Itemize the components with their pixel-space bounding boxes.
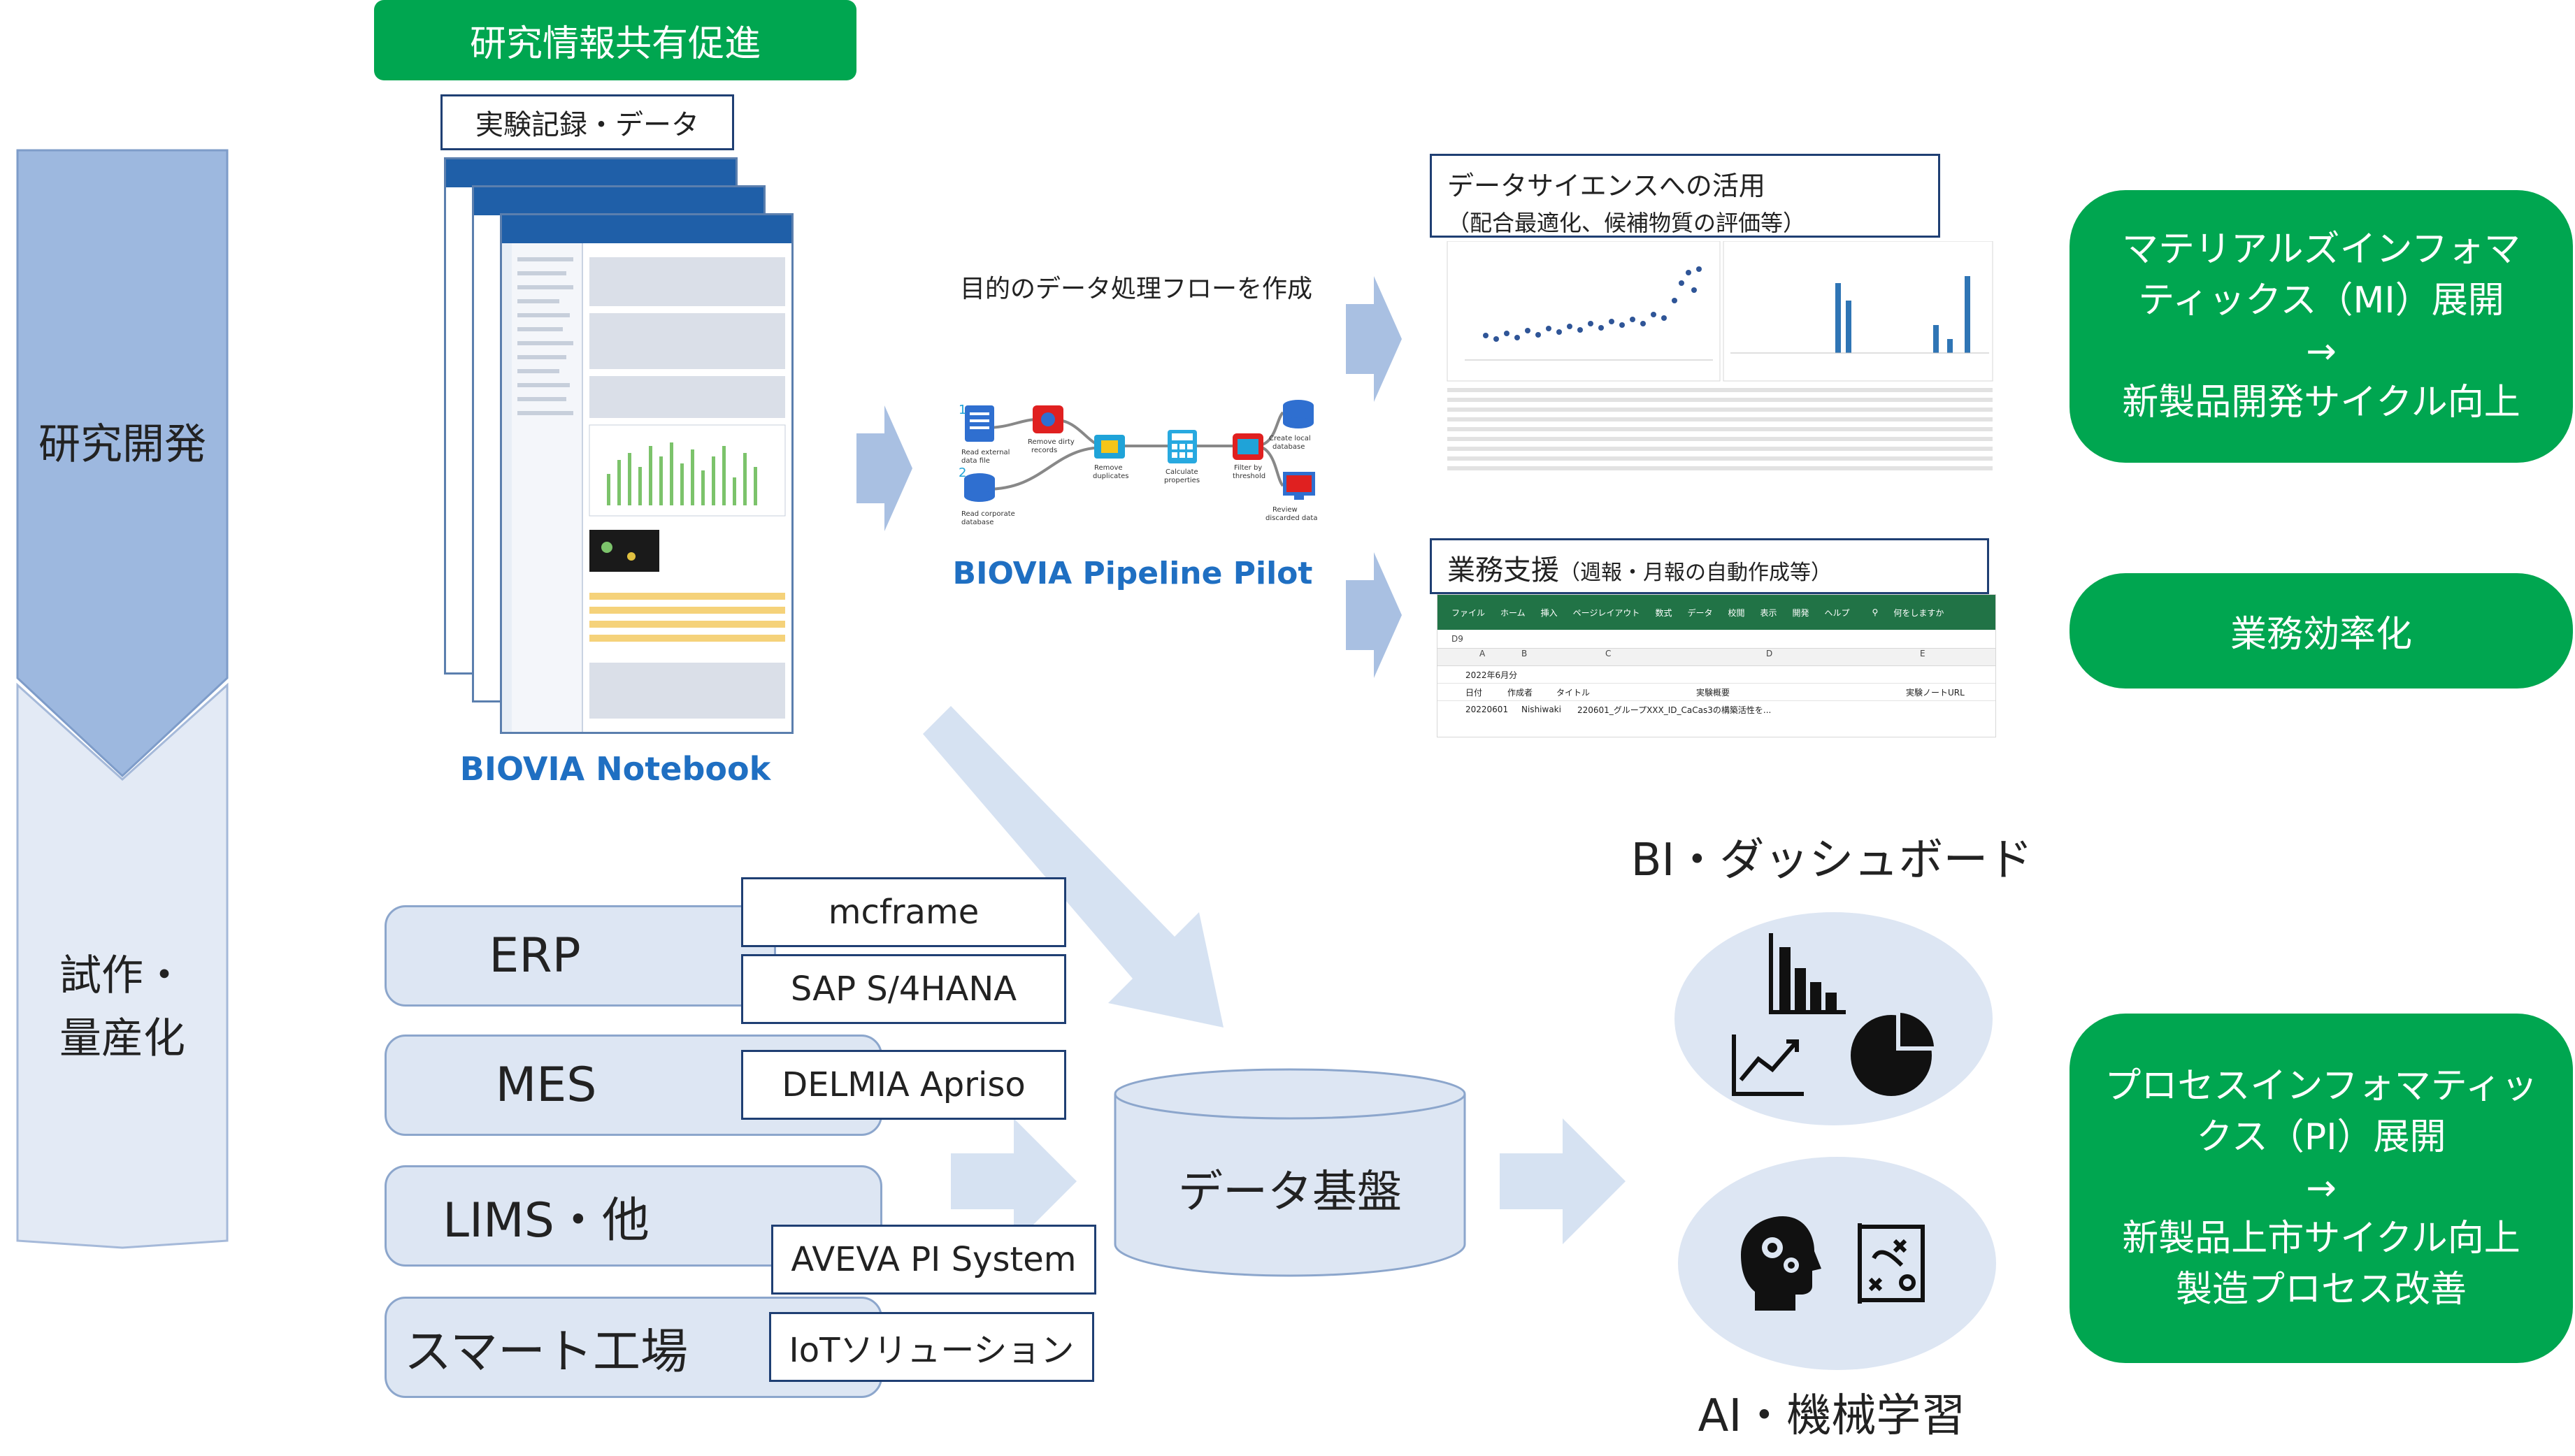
- trial-stage-label-2: 量産化: [59, 1014, 185, 1063]
- pi-line3: 新製品上市サイクル向上: [2122, 1218, 2520, 1260]
- pipeline-node-1: [965, 405, 994, 442]
- svg-text:Filter by: Filter by: [1234, 464, 1262, 472]
- trial-stage-label-1: 試作・: [59, 951, 185, 1000]
- pipeline-node-8: [1283, 472, 1315, 500]
- pipeline-product-label: BIOVIA Pipeline Pilot: [952, 555, 1313, 591]
- business-subtitle: （週報・月報の自動作成等）: [1559, 561, 1832, 585]
- data-platform-cylinder: [1114, 1068, 1466, 1277]
- svg-text:Remove dirty: Remove dirty: [1028, 438, 1075, 446]
- datascience-caption: データサイエンスへの活用 （配合最適化、候補物質の評価等）: [1430, 154, 1940, 238]
- erp-pill: ERP: [385, 905, 776, 1007]
- ai-ellipse: [1678, 1157, 1996, 1370]
- process-band: [16, 149, 229, 1249]
- mi-line3: 新製品開発サイクル向上: [2122, 381, 2520, 424]
- arrow-pipeline-to-business: [1346, 552, 1402, 678]
- excel-row-3: 20220601 Nishiwaki 220601_グループXXX_ID_CaC…: [1465, 705, 1772, 715]
- svg-text:Review: Review: [1272, 506, 1298, 514]
- mi-outcome-box: マテリアルズインフォマ ティックス（MI）展開 → 新製品開発サイクル向上: [2070, 190, 2573, 463]
- arrow-platform-to-analytics: [1500, 1118, 1626, 1244]
- svg-text:Read external: Read external: [961, 449, 1010, 456]
- pipeline-node-1-id: 1: [959, 403, 966, 417]
- pi-arrow-icon: →: [2306, 1167, 2337, 1209]
- excel-ribbon: ファイルホーム 挿入ページレイアウト 数式データ 校閲表示 開発ヘルプ ⚲ 何を…: [1437, 595, 1995, 630]
- excel-screenshot: ファイルホーム 挿入ページレイアウト 数式データ 校閲表示 開発ヘルプ ⚲ 何を…: [1437, 594, 1996, 737]
- ai-label: AI・機械学習: [1698, 1390, 1966, 1442]
- data-platform-label: データ基盤: [1178, 1167, 1402, 1218]
- bi-icons: [1732, 933, 1937, 1096]
- svg-text:records: records: [1031, 447, 1057, 454]
- datascience-screenshot: [1444, 240, 1996, 482]
- mi-line2: ティックス（MI）展開: [2138, 280, 2504, 322]
- svg-text:database: database: [1272, 443, 1305, 451]
- pipeline-node-3: [1033, 405, 1063, 433]
- rnd-stage-label: 研究開発: [38, 419, 206, 469]
- delmia-tag: DELMIA Apriso: [741, 1050, 1066, 1120]
- svg-text:properties: properties: [1164, 477, 1200, 484]
- mi-arrow-icon: →: [2306, 331, 2337, 373]
- iot-tag: IoTソリューション: [769, 1312, 1094, 1382]
- pipeline-node-2-id: 2: [959, 466, 966, 480]
- pipeline-node-6: [1233, 433, 1263, 460]
- notebook-product-label: BIOVIA Notebook: [459, 750, 771, 788]
- pi-outcome-box: プロセスインフォマティッ クス（PI）展開 → 新製品上市サイクル向上 製造プロ…: [2070, 1014, 2573, 1363]
- mcframe-tag: mcframe: [741, 877, 1066, 947]
- svg-text:duplicates: duplicates: [1093, 473, 1129, 480]
- line-chart-icon: [1732, 1035, 1804, 1096]
- pipeline-node-2: [964, 473, 995, 502]
- ai-head-gears-icon: [1741, 1216, 1821, 1311]
- svg-text:Remove: Remove: [1094, 464, 1123, 472]
- excel-formula-bar: D9: [1437, 630, 1995, 649]
- mi-line1: マテリアルズインフォマ: [2122, 229, 2520, 271]
- svg-text:Read corporate: Read corporate: [961, 510, 1015, 518]
- excel-col-headers: A B C D E: [1437, 649, 1995, 666]
- sap-tag: SAP S/4HANA: [741, 954, 1066, 1024]
- svg-text:threshold: threshold: [1233, 473, 1265, 480]
- svg-text:data file: data file: [961, 457, 990, 465]
- pipeline-node-7: [1283, 400, 1314, 428]
- svg-text:discarded data: discarded data: [1265, 514, 1317, 522]
- arrow-systems-to-platform: [951, 1118, 1077, 1244]
- ai-icons: [1741, 1216, 1925, 1311]
- info-sharing-tag: 研究情報共有促進: [374, 0, 856, 80]
- bar-chart-icon: [1769, 933, 1846, 1014]
- pi-line1: プロセスインフォマティッ: [2104, 1065, 2538, 1107]
- business-caption: 業務支援 （週報・月報の自動作成等）: [1430, 538, 1989, 594]
- pipeline-node-5: [1168, 430, 1197, 463]
- svg-text:Create local: Create local: [1269, 435, 1311, 442]
- pie-chart-icon: [1851, 1010, 1937, 1096]
- arrow-notebook-to-pipeline: [856, 405, 912, 531]
- svg-text:Calculate: Calculate: [1165, 468, 1198, 476]
- excel-search-icon: ⚲: [1872, 607, 1879, 617]
- excel-row-1: 2022年6月分: [1437, 666, 1995, 684]
- bi-ellipse: [1674, 912, 1993, 1125]
- excel-row-2: 日付 作成者 タイトル 実験概要 実験ノートURL: [1437, 684, 1995, 701]
- pi-line4: 製造プロセス改善: [2175, 1269, 2467, 1311]
- notebook-caption: 実験記録・データ: [440, 94, 734, 150]
- ml-strategy-board-icon: [1858, 1223, 1925, 1304]
- pi-line2: クス（PI）展開: [2196, 1116, 2446, 1158]
- efficiency-outcome-box: 業務効率化: [2070, 573, 2573, 689]
- bi-label: BI・ダッシュボード: [1630, 835, 2033, 886]
- notebook-screenshot-front: [500, 213, 794, 734]
- svg-text:database: database: [961, 519, 994, 526]
- pipeline-node-4: [1094, 435, 1125, 459]
- arrow-pipeline-to-datascience: [1346, 276, 1402, 402]
- pipeline-caption: 目的のデータ処理フローを作成: [959, 275, 1312, 303]
- aveva-tag: AVEVA PI System: [771, 1225, 1096, 1295]
- business-title: 業務支援: [1447, 554, 1559, 586]
- datascience-title: データサイエンスへの活用: [1447, 171, 1765, 201]
- datascience-subtitle: （配合最適化、候補物質の評価等）: [1447, 210, 1806, 236]
- arrow-diagonal-to-platform: [923, 706, 1224, 1028]
